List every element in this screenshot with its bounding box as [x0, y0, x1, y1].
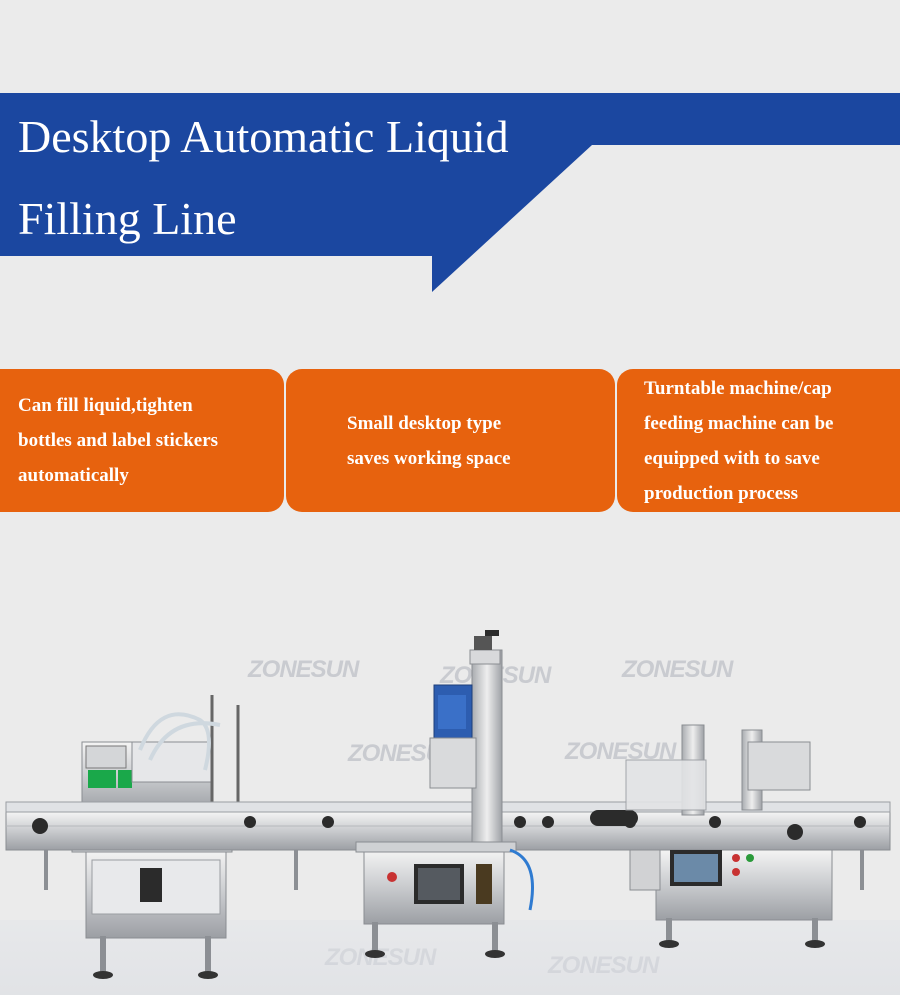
machine-photo: ZONESUN ZONESUN ZONESUN ZONESUN ZONESUN … — [0, 520, 900, 995]
title-banner — [0, 93, 900, 292]
feature-card-desktop: Small desktop type saves working space — [286, 369, 615, 512]
labeling-machine — [625, 724, 833, 948]
watermark: ZONESUN — [622, 656, 733, 683]
feature-text: Can fill liquid,tighten bottles and labe… — [18, 395, 219, 486]
capping-machine — [355, 630, 534, 958]
feature-text: Turntable machine/cap feeding machine ca… — [644, 377, 834, 504]
machine-drawing — [0, 630, 900, 995]
feature-card-turntable: Turntable machine/cap feeding machine ca… — [617, 369, 900, 512]
feature-text: Small desktop type saves working space — [347, 412, 511, 469]
feature-card-auto: Can fill liquid,tighten bottles and labe… — [0, 369, 284, 512]
page-title-line-2: Filling Line — [18, 193, 237, 244]
banner-shape — [0, 93, 900, 292]
filling-machine — [71, 695, 240, 979]
watermark: ZONESUN — [248, 656, 359, 683]
page-title-line-1: Desktop Automatic Liquid — [18, 111, 509, 162]
